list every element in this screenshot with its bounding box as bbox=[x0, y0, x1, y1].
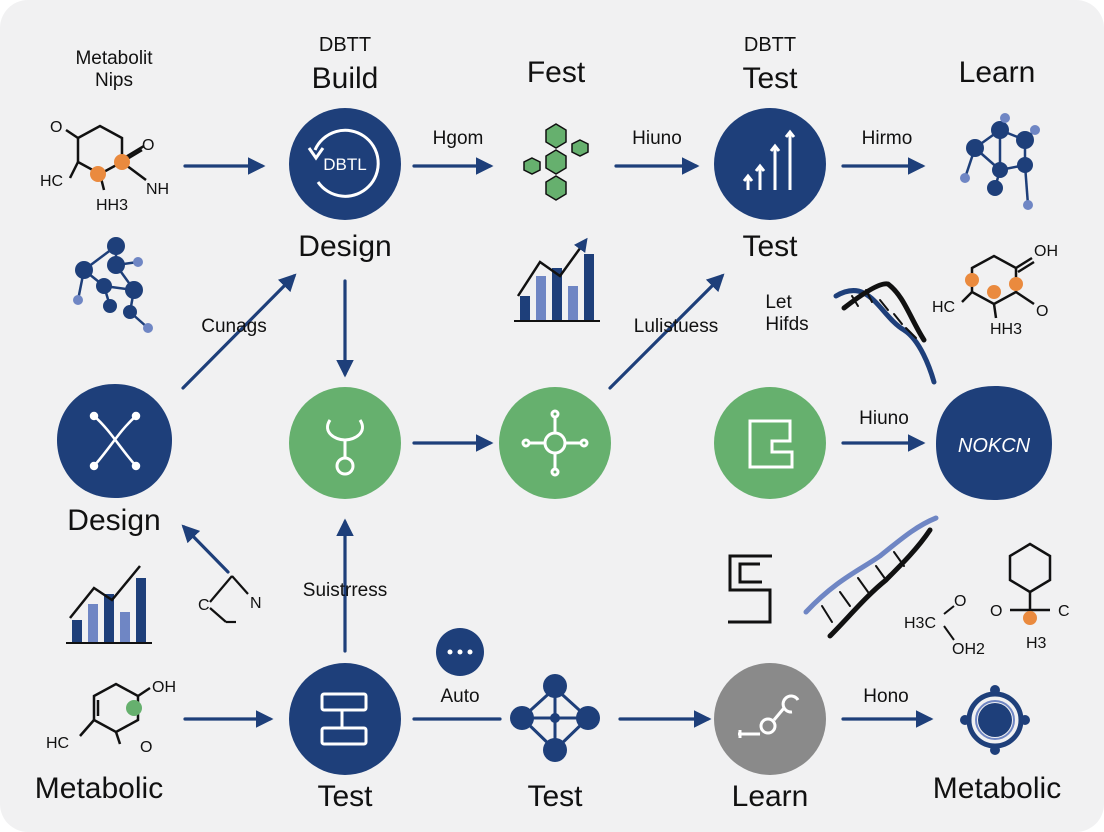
dbtl-cycle-node[interactable]: DBTL bbox=[289, 108, 401, 220]
chem-n-small: N bbox=[250, 595, 262, 612]
molecule-network-icon bbox=[960, 113, 1040, 210]
chem-o-top: O bbox=[50, 119, 63, 136]
wave-node[interactable]: NOKCN bbox=[936, 386, 1052, 500]
small-chem-icon bbox=[209, 575, 249, 624]
chem-hc-right: HC bbox=[932, 299, 956, 316]
design-center-label: Design bbox=[298, 230, 392, 263]
chem-h3c: H3C bbox=[904, 615, 937, 632]
dna-helix-bottom-icon bbox=[803, 515, 939, 639]
chem-o-ring: O bbox=[990, 603, 1003, 620]
chem-o-bottom: O bbox=[140, 739, 153, 756]
dbtl-cycle-icon: DBTL bbox=[323, 155, 366, 174]
dbtt-build-caption: DBTT bbox=[318, 34, 372, 56]
molecule-right-middle-icon bbox=[961, 254, 1035, 319]
bracket-node[interactable] bbox=[714, 387, 826, 499]
gear-target-icon bbox=[960, 685, 1030, 755]
network-hub-icon[interactable] bbox=[499, 387, 611, 499]
arrows bbox=[181, 157, 934, 728]
test-mid-label: Test bbox=[742, 230, 798, 263]
chem-o-top-right: O bbox=[142, 137, 155, 154]
auto-label: Auto bbox=[440, 686, 480, 707]
wave-icon: NOKCN bbox=[958, 435, 1031, 457]
design-cross-node[interactable] bbox=[57, 384, 172, 498]
chem-oh2: OH2 bbox=[952, 641, 985, 658]
bar-chart-bottom-icon bbox=[66, 565, 152, 644]
cunags-label: Cunags bbox=[201, 316, 267, 337]
arrow-small-to-design bbox=[181, 524, 230, 574]
chem-hh3-top: HH3 bbox=[96, 197, 129, 214]
arrow-hub-to-test bbox=[608, 273, 725, 390]
chem-hc-bottom: HC bbox=[46, 735, 70, 752]
fest-hexagon-icon bbox=[523, 123, 589, 201]
hiuno-mid-label: Hiuno bbox=[859, 408, 909, 429]
metabolic-left-label: Metabolic bbox=[34, 772, 164, 805]
bar-trend-icon-node[interactable] bbox=[714, 108, 826, 220]
chem-oh-bottom: OH bbox=[152, 679, 176, 696]
chem-hc-top: HC bbox=[40, 173, 64, 190]
s-shape-icon bbox=[728, 554, 772, 624]
molecule-top-left-icon bbox=[65, 124, 147, 191]
fest-label: Fest bbox=[526, 56, 586, 89]
arrow-design-left-to-design bbox=[181, 273, 297, 390]
build-label: Build bbox=[311, 62, 379, 95]
suistrress-label: Suistrress bbox=[302, 580, 388, 601]
flowchart-icon[interactable] bbox=[289, 663, 401, 775]
chem-o-sub: O bbox=[954, 593, 967, 610]
learn-top-label: Learn bbox=[958, 56, 1036, 89]
synthesis-fork-icon[interactable] bbox=[289, 387, 401, 499]
learn-gray-node[interactable] bbox=[714, 663, 826, 775]
metabolic-right-label: Metabolic bbox=[932, 772, 1062, 805]
network-bottom-icon bbox=[510, 674, 600, 762]
hiuno-top-label: Hiuno bbox=[632, 128, 682, 149]
design-left-label: Design bbox=[67, 504, 161, 537]
molecule-bottom-right-icon bbox=[1008, 542, 1052, 625]
h3c-bond-icon bbox=[943, 605, 955, 641]
chem-c-ring: C bbox=[1058, 603, 1070, 620]
hirmo-label: Hirmo bbox=[861, 128, 913, 149]
metabolit-nips-label: Metabolit Nips bbox=[75, 48, 153, 91]
hono-label: Hono bbox=[863, 686, 909, 707]
test-bottom-center-label: Test bbox=[317, 780, 373, 813]
more-dots-icon[interactable] bbox=[436, 628, 484, 676]
chem-o-right: O bbox=[1036, 303, 1049, 320]
dbtt-test-caption: DBTT bbox=[743, 34, 797, 56]
learn-bottom-label: Learn bbox=[731, 780, 809, 813]
molecule-left-middle-icon bbox=[73, 237, 153, 333]
chem-c-small: C bbox=[198, 597, 210, 614]
chem-h3-ring: H3 bbox=[1026, 635, 1047, 652]
bar-chart-top-icon bbox=[514, 237, 600, 322]
chem-nh-top: NH bbox=[146, 181, 170, 198]
test-top-label: Test bbox=[742, 62, 798, 95]
lulistuess-label: Lulistuess bbox=[633, 316, 719, 337]
molecule-bottom-left-icon bbox=[79, 682, 151, 745]
let-hifds-label: Let Hifds bbox=[765, 292, 809, 335]
chem-oh-right: OH bbox=[1034, 243, 1058, 260]
test-bottom-right-label: Test bbox=[527, 780, 583, 813]
hgom-label: Hgom bbox=[432, 128, 484, 149]
chem-hh3-right: HH3 bbox=[990, 321, 1023, 338]
dna-helix-icon bbox=[833, 281, 937, 385]
